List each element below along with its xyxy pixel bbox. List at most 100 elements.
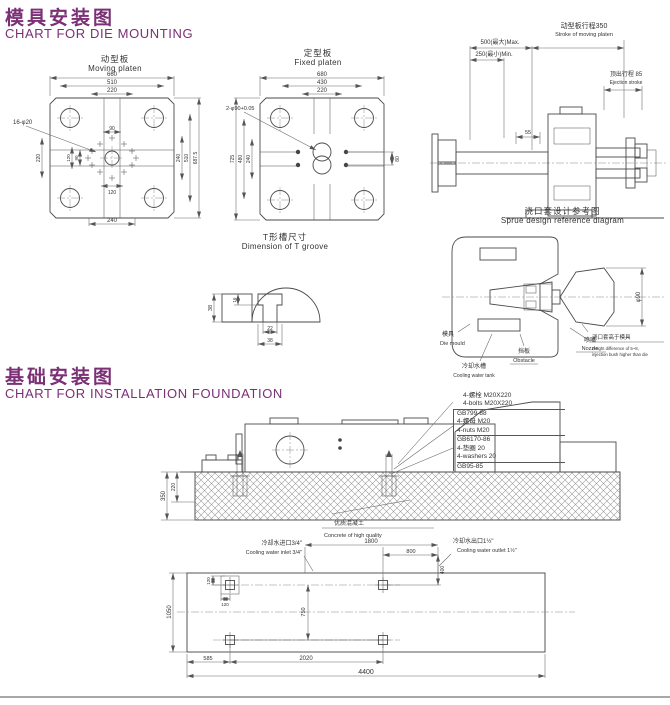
sprue-dims-labels: φ90 喷嘴 Nozzle 模具 Die mould 冷却水槽 Cooling … bbox=[440, 267, 664, 379]
t-groove-drawing: 38 16 22 38 bbox=[208, 287, 321, 346]
anchor-bolt-specs: 4-螺栓 M20X220 4-bolts M20X220 GB799-88 4-… bbox=[453, 392, 565, 471]
dim-80: 80 bbox=[395, 156, 401, 162]
outlet-label-zh: 冷却水出口1½" bbox=[453, 537, 493, 545]
dim-480: 480 bbox=[238, 155, 244, 164]
dim-585: 585 bbox=[203, 656, 212, 662]
anchor-bolt-left bbox=[230, 450, 250, 497]
stroke-view-dims bbox=[469, 40, 643, 150]
dim-510: 510 bbox=[107, 80, 118, 86]
die-mould-block bbox=[442, 236, 664, 358]
cooling-label-en: Cooling water tank bbox=[453, 373, 495, 379]
concrete-slab bbox=[180, 471, 621, 521]
machine-side-view bbox=[430, 106, 666, 219]
t-groove-dims: 38 16 22 38 bbox=[208, 293, 283, 346]
spec-line: 4-螺栓 M20X220 bbox=[463, 392, 512, 399]
dim-240f: 240 bbox=[246, 155, 252, 164]
height-diff-label-en2: injection bush higher than die bbox=[592, 352, 649, 357]
sprue-title-zh: 浇口套设计参考图 bbox=[524, 206, 601, 216]
height-diff-label-en1: Height difference of 5~8, bbox=[592, 346, 639, 351]
cooling-water-labels: 冷却水进口3/4" Cooling water inlet 3/4" 冷却水出口… bbox=[246, 537, 517, 572]
cooling-label-zh: 冷却水槽 bbox=[462, 362, 486, 370]
fixed-platen-title-en: Fixed platen bbox=[294, 58, 342, 68]
dim-750: 750 bbox=[301, 607, 307, 616]
dim-220s: 220 bbox=[171, 483, 177, 492]
stroke-label-zh: 动型板行程350 bbox=[561, 21, 608, 30]
anchor-bolt-plan-marks bbox=[220, 575, 391, 648]
dim-l220: 220 bbox=[36, 154, 42, 163]
eject-label-zh: 顶出行程 85 bbox=[610, 70, 643, 78]
concrete-label-en: Concrete of high quality bbox=[324, 533, 382, 539]
dim-90: 90 bbox=[109, 126, 115, 132]
t-groove-title-en: Dimension of T groove bbox=[241, 242, 329, 252]
moving-plate-dimensions: 660 510 220 90 120 240 240 510 687.5 220… bbox=[13, 72, 201, 226]
dim-400: 400 bbox=[440, 566, 446, 575]
dim-430: 430 bbox=[317, 80, 328, 86]
dim-120: 120 bbox=[108, 190, 117, 196]
inlet-label-en: Cooling water inlet 3/4" bbox=[246, 550, 302, 556]
ejector-hole-marks bbox=[85, 135, 139, 181]
fixed-plate-dimensions: 680 430 220 725 480 240 80 2-φ90+0.05 bbox=[226, 72, 401, 221]
dim-220: 220 bbox=[107, 88, 118, 94]
dim-d90: φ90 bbox=[636, 291, 642, 302]
moving-plate-body bbox=[49, 97, 175, 219]
plan-dims: 1800 800 400 1050 120 120 750 585 2020 4… bbox=[167, 539, 546, 678]
dim-725: 725 bbox=[230, 155, 236, 164]
dim-120-v: 120 bbox=[206, 577, 211, 585]
spec-line: 4-bolts M20X220 bbox=[453, 400, 565, 410]
stroke-view-labels: 动型板行程350 Stroke of moving platen 500(最大)… bbox=[475, 21, 643, 136]
dim-2020: 2020 bbox=[299, 656, 313, 662]
section1-title-zh: 模具安装图 bbox=[5, 8, 116, 29]
dim-r240: 240 bbox=[176, 154, 182, 163]
foundation-side-dims: 350 220 优质混凝土 Concrete of high quality bbox=[161, 401, 454, 539]
spec-line: GB95-85 bbox=[457, 462, 484, 470]
stroke-view-drawing: 动型板行程350 Stroke of moving platen 500(最大)… bbox=[430, 21, 666, 219]
dim-1050: 1050 bbox=[167, 605, 173, 619]
spec-line: 4-螺母 M20 bbox=[457, 418, 491, 426]
dim-120-h: 120 bbox=[221, 602, 229, 607]
dim-r687: 687.5 bbox=[193, 152, 199, 165]
die-label-en: Die mould bbox=[440, 341, 465, 347]
dim-350: 350 bbox=[161, 490, 167, 501]
dim-800: 800 bbox=[406, 549, 415, 555]
stroke-min-label: 250(最小)Min. bbox=[475, 50, 513, 58]
fixed-platen-title-zh: 定型板 bbox=[303, 48, 333, 58]
spec-line: GB6170-86 bbox=[457, 436, 491, 444]
dim-l90: 90 bbox=[74, 155, 79, 161]
concrete-label-zh: 优质混凝土 bbox=[334, 519, 364, 527]
callout-2-d90: 2-φ90+0.05 bbox=[226, 106, 255, 112]
stroke-max-label: 500(最大)Max. bbox=[480, 38, 519, 46]
spec-line: 4-垫圈 20 bbox=[457, 444, 485, 452]
sprue-title-en: Sprue design reference diagram bbox=[500, 216, 625, 226]
dim-1800: 1800 bbox=[364, 539, 378, 545]
dim-680: 680 bbox=[317, 72, 328, 78]
nozzle-label-zh: 喷嘴 bbox=[584, 336, 596, 344]
callout-16-d20: 16-φ20 bbox=[13, 120, 33, 126]
fixed-plate-body bbox=[259, 97, 385, 221]
obstacle-label-en: Obstacle bbox=[513, 358, 535, 364]
spec-line: GB799-88 bbox=[457, 409, 487, 417]
moving-platen-title: 动型板 Moving platen bbox=[55, 54, 175, 74]
fixed-platen-drawing: 680 430 220 725 480 240 80 2-φ90+0.05 bbox=[226, 72, 401, 221]
anchor-bolt-right bbox=[379, 450, 399, 497]
dim-38-depth: 38 bbox=[208, 305, 214, 311]
dim-55: 55 bbox=[525, 130, 531, 136]
foundation-side-drawing: 350 220 优质混凝土 Concrete of high quality bbox=[161, 401, 621, 539]
stroke-label-en: Stroke of moving platen bbox=[555, 32, 613, 38]
height-diff-label-zh: 浇口套高于模具 bbox=[592, 333, 631, 341]
t-groove-title-zh: T形槽尺寸 bbox=[262, 232, 308, 242]
page-bottom-rule bbox=[0, 696, 670, 698]
dim-220f: 220 bbox=[317, 88, 328, 94]
spec-line: 4-nuts M20 bbox=[457, 427, 565, 437]
sprue-drawing: φ90 喷嘴 Nozzle 模具 Die mould 冷却水槽 Cooling … bbox=[440, 236, 664, 379]
dim-660: 660 bbox=[107, 72, 118, 78]
dim-38-width: 38 bbox=[267, 338, 273, 344]
moving-platen-title-zh: 动型板 bbox=[100, 54, 130, 64]
spec-line: 4-washers 20 bbox=[457, 453, 565, 463]
plan-outline bbox=[177, 572, 575, 653]
dim-22: 22 bbox=[267, 326, 273, 332]
outlet-label-en: Cooling water outlet 1½" bbox=[457, 547, 517, 554]
fixed-platen-title: 定型板 Fixed platen bbox=[258, 48, 378, 68]
machine-on-foundation bbox=[201, 401, 617, 473]
dim-240b: 240 bbox=[107, 218, 118, 224]
